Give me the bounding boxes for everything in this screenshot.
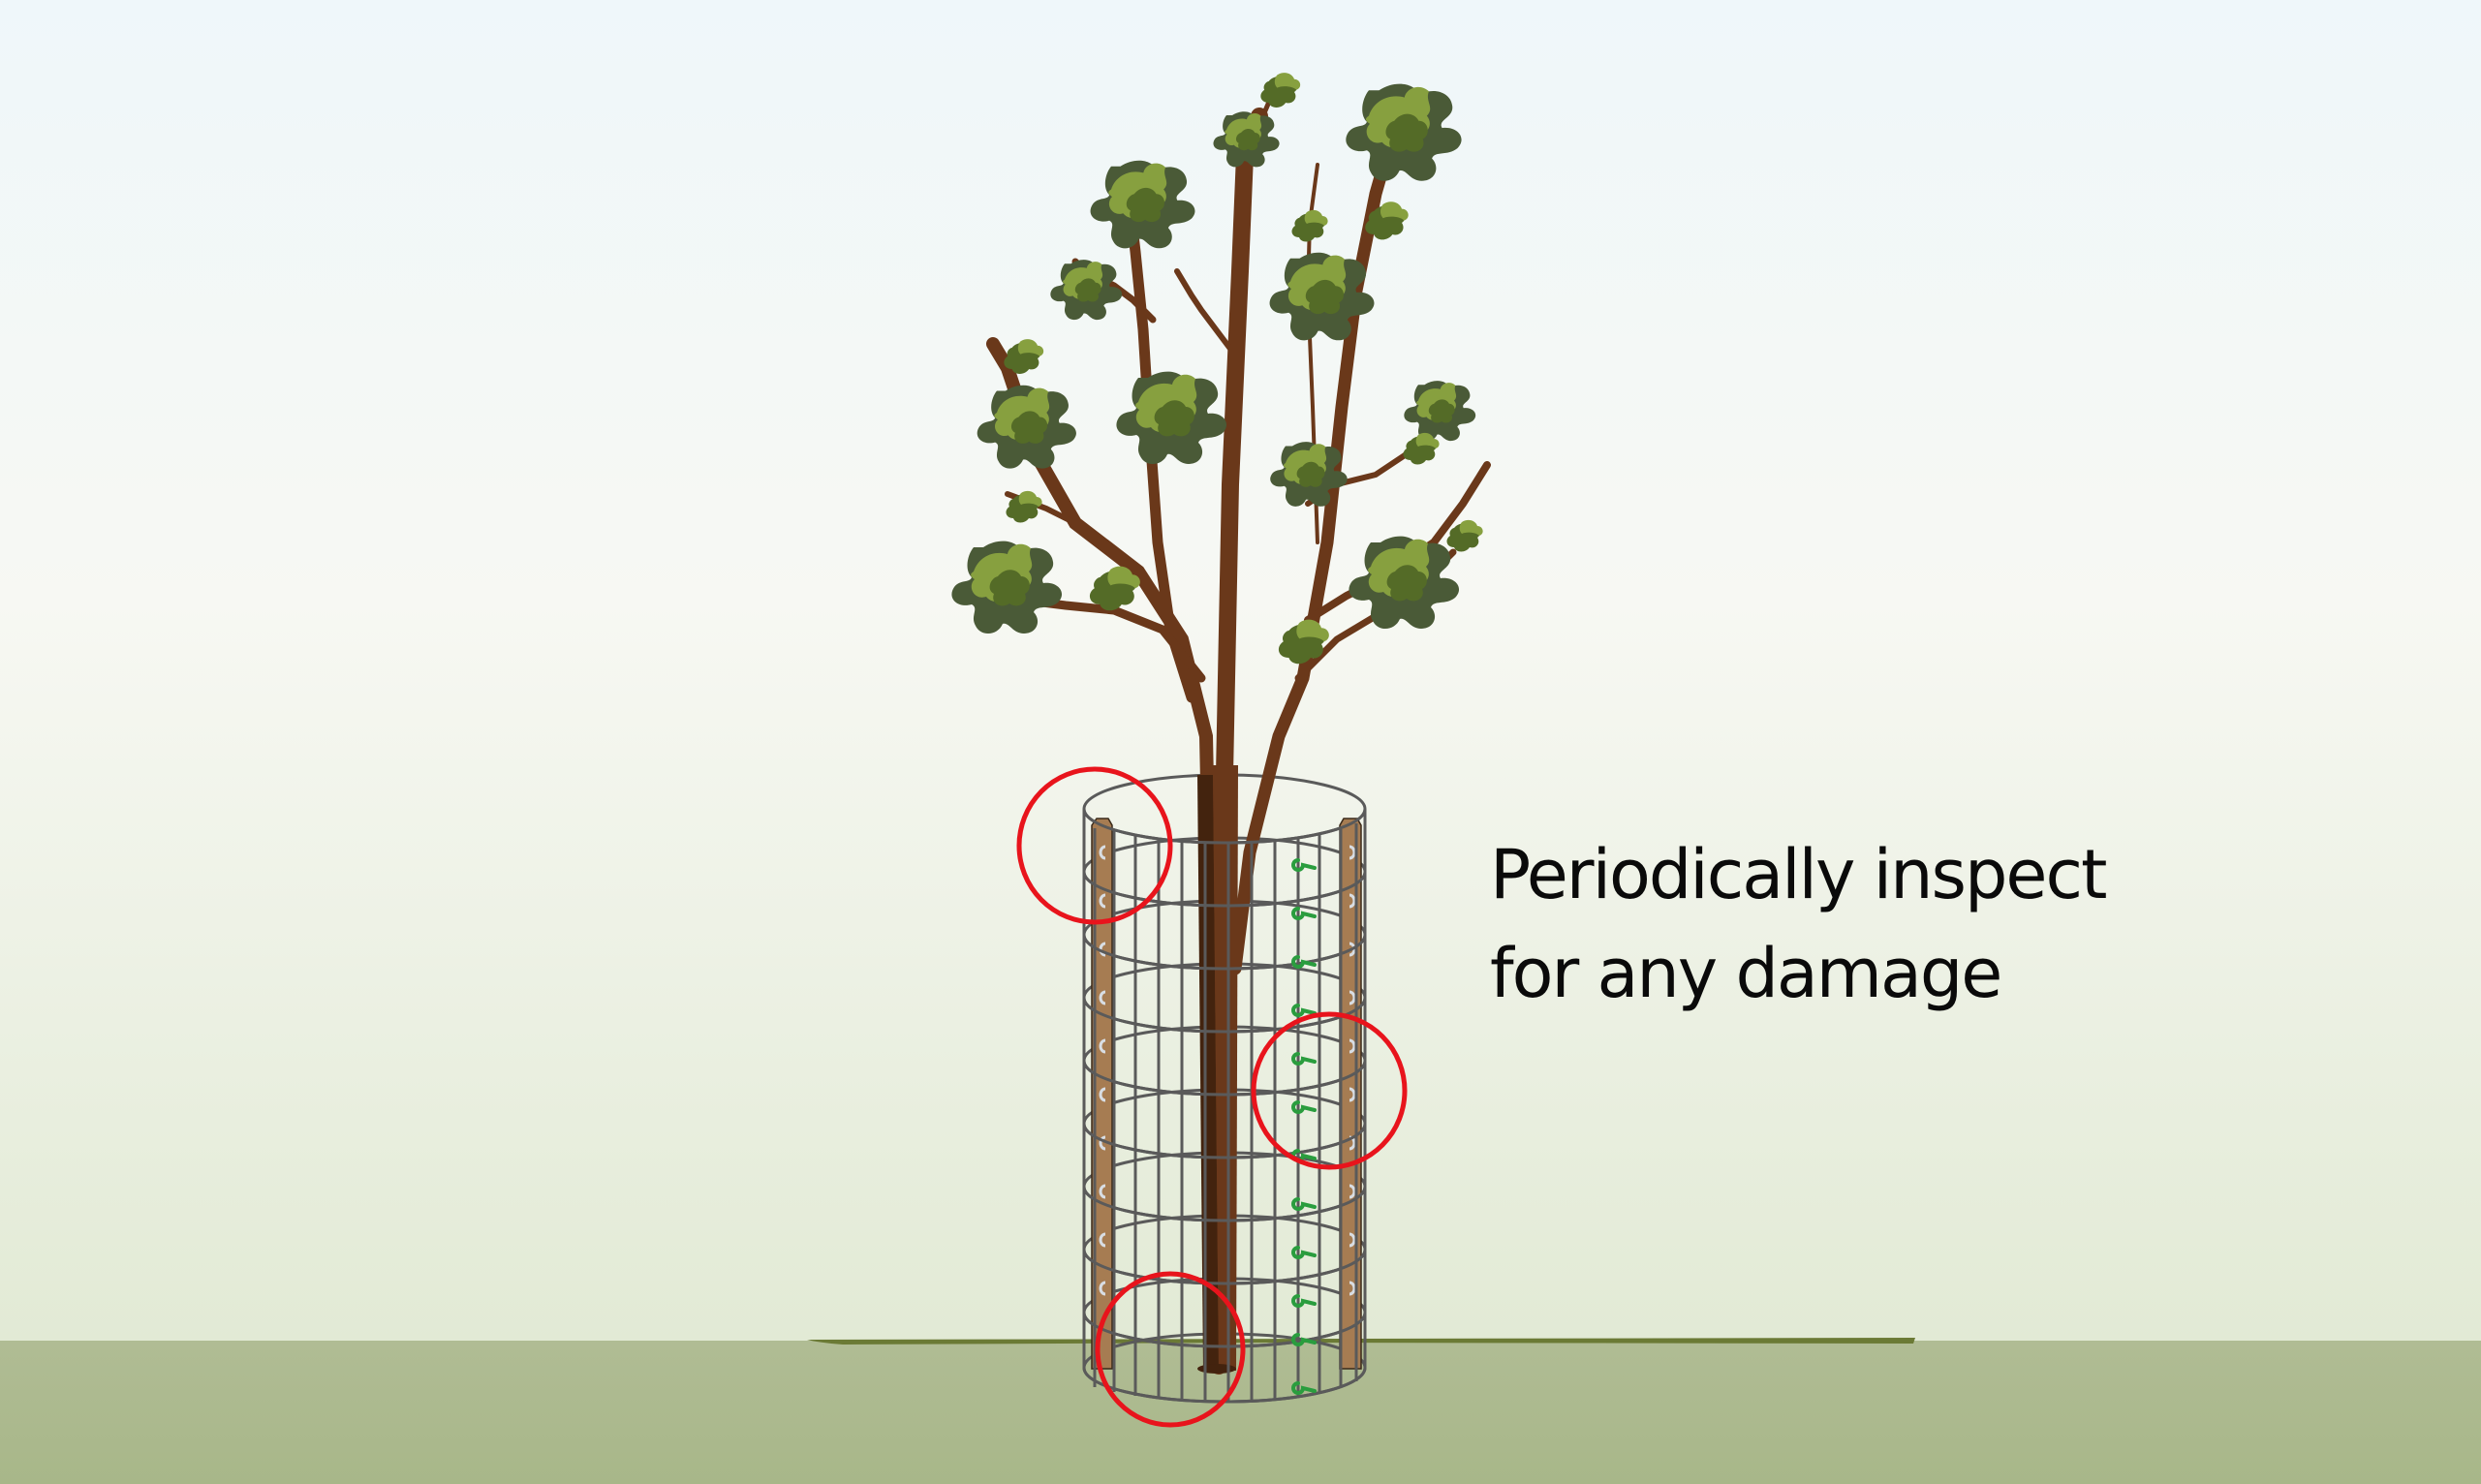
marker-mid-right (1251, 1011, 1408, 1170)
caption: Periodically inspect for any damage (1490, 825, 2107, 1023)
caption-line-2: for any damage (1490, 934, 2002, 1013)
stake-staples (1099, 845, 1356, 1296)
right-stake (1339, 818, 1362, 1370)
inspection-markers (1016, 766, 1408, 1428)
marker-bottom (1095, 1271, 1246, 1428)
marker-top-left (1016, 766, 1173, 925)
caption-line-1: Periodically inspect (1490, 835, 2107, 914)
